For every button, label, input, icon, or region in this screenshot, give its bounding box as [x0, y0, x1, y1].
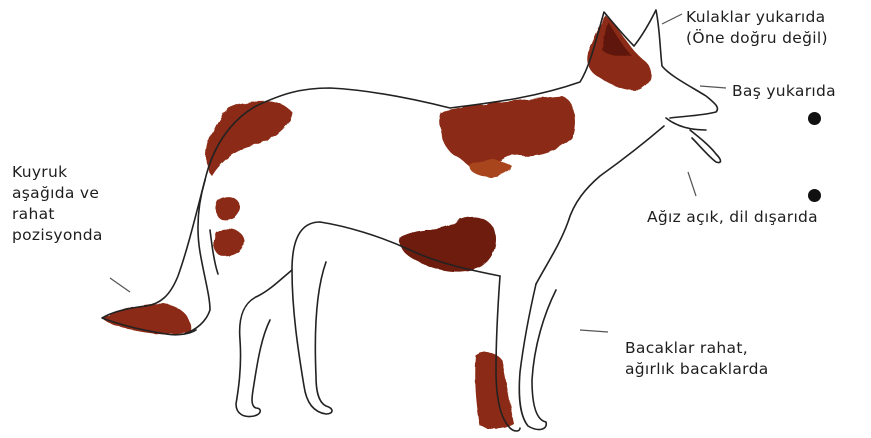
tail-patch: [102, 304, 191, 334]
head-label: Baş yukarıda: [732, 81, 836, 102]
bullet-dot: [808, 112, 821, 125]
legs-pointer: [580, 330, 608, 332]
rump-patch: [206, 101, 292, 176]
coat-patches: [102, 16, 651, 429]
mouth-label: Ağız açık, dil dışarıda: [647, 207, 818, 228]
tail-label: Kuyruk aşağıda ve rahat pozisyonda: [12, 162, 103, 246]
head-pointer: [700, 86, 726, 88]
tail-pointer: [110, 278, 130, 292]
bullet-dot: [808, 189, 821, 202]
mouth-pointer: [688, 172, 696, 196]
legs-label: Bacaklar rahat, ağırlık bacaklarda: [625, 338, 769, 380]
haunch-spot-2: [213, 229, 244, 257]
haunch-spot-1: [215, 197, 240, 221]
leg-patch: [475, 353, 514, 429]
saddle-patch-small: [470, 160, 512, 177]
ears-pointer: [662, 14, 682, 24]
ears-label: Kulaklar yukarıda (Öne doğru değil): [686, 7, 828, 49]
